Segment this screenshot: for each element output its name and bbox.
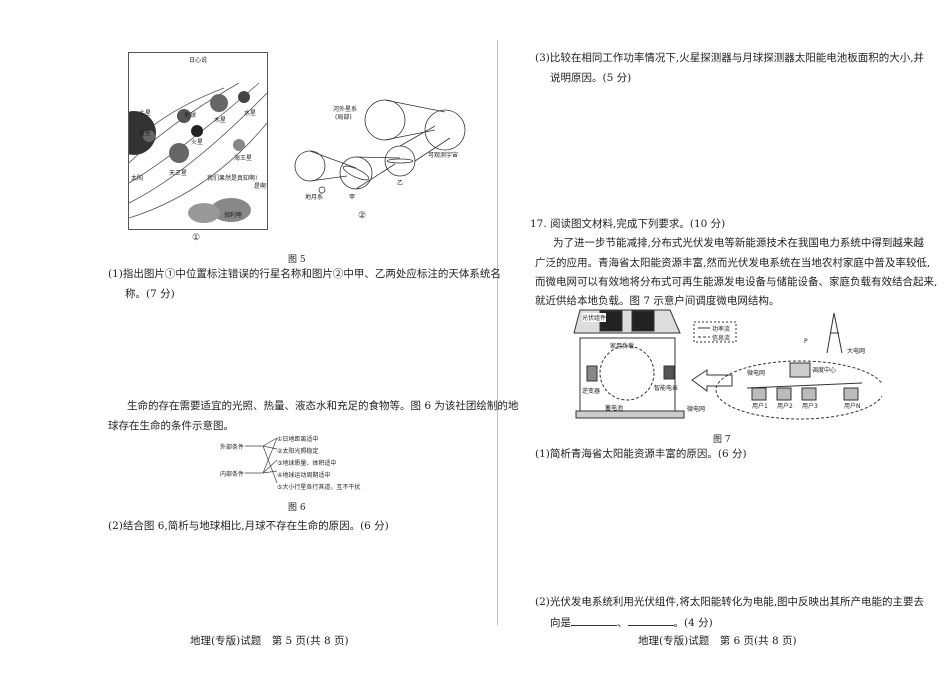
label-user: 用户2 [777, 403, 793, 410]
label-internal-conditions: 内部条件 [220, 471, 245, 478]
figure5-celestial-systems: 河外星系 (局部) 可观测宇宙 地月系 甲 乙 [285, 98, 475, 223]
figure-caption: 图 5 [288, 255, 306, 265]
question-1-text: (1)简析青海省太阳能资源丰富的原因。(6 分) [535, 448, 747, 460]
passage-text: 为了进一步节能减排,分布式光伏发电等新能源技术在我国电力系统中得到越来越 [553, 237, 924, 249]
passage-text: 生命的存在需要适宜的光照、热量、液态水和充足的食物等。图 6 为该社团绘制的地 [127, 400, 519, 412]
celestial-systems-drawing [294, 99, 466, 194]
passage-text: 就近供给本地负载。图 7 示意户间调度微电网结构。 [535, 295, 780, 307]
label-user: 用户1 [752, 403, 768, 410]
fig-title: 日心说 [189, 57, 208, 64]
separator: 、 [617, 617, 628, 629]
connector-lines [245, 437, 278, 484]
label-pv-module: 光伏组件 [582, 313, 607, 322]
label-jupiter: 木星 [214, 117, 227, 124]
figure-caption: 图 7 [713, 435, 731, 445]
figure7-microgrid: 光伏组件 家用负载 逆变器 蓄电池 智能电表 功率流 信息流 微电网 微电网 调… [572, 308, 885, 420]
condition-item: ②太阳光照稳定 [277, 448, 319, 455]
label-saturn: 土星 [139, 110, 152, 117]
label-venus: 金星 [139, 130, 152, 137]
condition-item: ④地球运动周期适中 [277, 472, 331, 479]
condition-item: ⑤大小行星各行其道，互不干扰 [277, 484, 361, 491]
speech-bubble: 是啊! [254, 183, 268, 190]
question-17-heading: 17. 阅读图文材料,完成下列要求。(10 分) [530, 218, 726, 230]
label-user: 用户N [844, 403, 861, 410]
heliocentric-drawing [129, 82, 267, 223]
label-microgrid: 微电网 [747, 370, 766, 377]
sun-icon [129, 111, 156, 155]
label-earth: 地球 [184, 112, 197, 119]
label-user: 用户3 [802, 403, 818, 410]
condition-item: ①日地距离适中 [277, 436, 319, 443]
label-dispatch-center: 调度中心 [812, 367, 837, 374]
label-smart-meter: 智能电表 [654, 385, 679, 392]
sub-figure-label: ① [192, 233, 201, 243]
legend-power-flow: 功率流 [712, 326, 731, 333]
question-1-text: 称。(7 分) [125, 288, 175, 300]
label-microgrid: 微电网 [687, 406, 706, 413]
answer-blank[interactable] [627, 615, 674, 626]
page-footer: 地理(专版)试题 第 6 页(共 8 页) [638, 635, 797, 647]
label-earth-moon-system: 地月系 [305, 194, 324, 201]
label-external-galaxy: 河外星系 [333, 106, 358, 113]
question-3-text: 说明原因。(5 分) [550, 72, 632, 84]
page-divider [497, 40, 498, 625]
label-inverter: 逆变器 [582, 388, 601, 395]
figure5-heliocentric: 日心说 太阳 土星 金星 地球 火星 木星 水星 天王星 海王星 我们果然是真知… [128, 52, 268, 230]
question-text: 。(4 分) [673, 617, 713, 629]
label-jia: 甲 [349, 194, 356, 201]
figure-caption: 图 6 [288, 503, 306, 513]
label-observable-universe: 可观测宇宙 [428, 152, 459, 159]
label-power: P [804, 338, 808, 345]
label-sun: 太阳 [131, 175, 144, 182]
label-mars: 火星 [191, 139, 204, 146]
label-partial: (局部) [335, 114, 352, 121]
label-mercury: 水星 [244, 110, 257, 117]
speech-bubble: 我们果然是真知啊! [207, 175, 258, 182]
question-3-text: (3)比较在相同工作功率情况下,火星探测器与月球探测器太阳能电池板面积的大小,并 [535, 52, 925, 64]
passage-text: 球存在生命的条件示意图。 [108, 420, 234, 432]
label-main-grid: 大电网 [847, 348, 866, 355]
figure6-conditions: 外部条件 内部条件 ①日地距离适中 ②太阳光照稳定 ③地球质量、体积适中 ④地球… [215, 433, 375, 495]
label-galileo: 伽利略 [224, 212, 243, 219]
sub-figure-label: ② [358, 211, 367, 221]
label-neptune: 海王星 [234, 155, 253, 162]
label-household-load: 家用负载 [610, 343, 635, 350]
passage-text: 广泛的应用。青海省太阳能资源丰富,然而光伏发电系统在当地农村家庭中普及率较低, [535, 257, 931, 269]
question-2-text: (2)光伏发电系统利用光伏组件,将太阳能转化为电能,图中反映出其所产电能的主要去 [535, 596, 925, 608]
page-footer: 地理(专版)试题 第 5 页(共 8 页) [190, 635, 349, 647]
label-yi: 乙 [397, 180, 404, 187]
label-uranus: 天王星 [169, 170, 188, 177]
question-2-text: 向是 、 。(4 分) [550, 615, 713, 630]
question-2-text: (2)结合图 6,简析与地球相比,月球不存在生命的原因。(6 分) [108, 520, 389, 532]
question-1-text: (1)指出图片①中位置标注错误的行星名称和图片②中甲、乙两处应标注的天体系统名 [108, 268, 501, 280]
condition-item: ③地球质量、体积适中 [277, 460, 337, 467]
label-external-conditions: 外部条件 [220, 444, 245, 451]
question-text: 向是 [550, 617, 571, 629]
passage-text: 而微电网可以有效地将分布式可再生能源发电设备与储能设备、家庭负载有效结合起来, [535, 276, 938, 288]
label-battery: 蓄电池 [605, 405, 624, 412]
legend-info-flow: 信息流 [712, 335, 731, 342]
answer-blank[interactable] [571, 615, 617, 626]
